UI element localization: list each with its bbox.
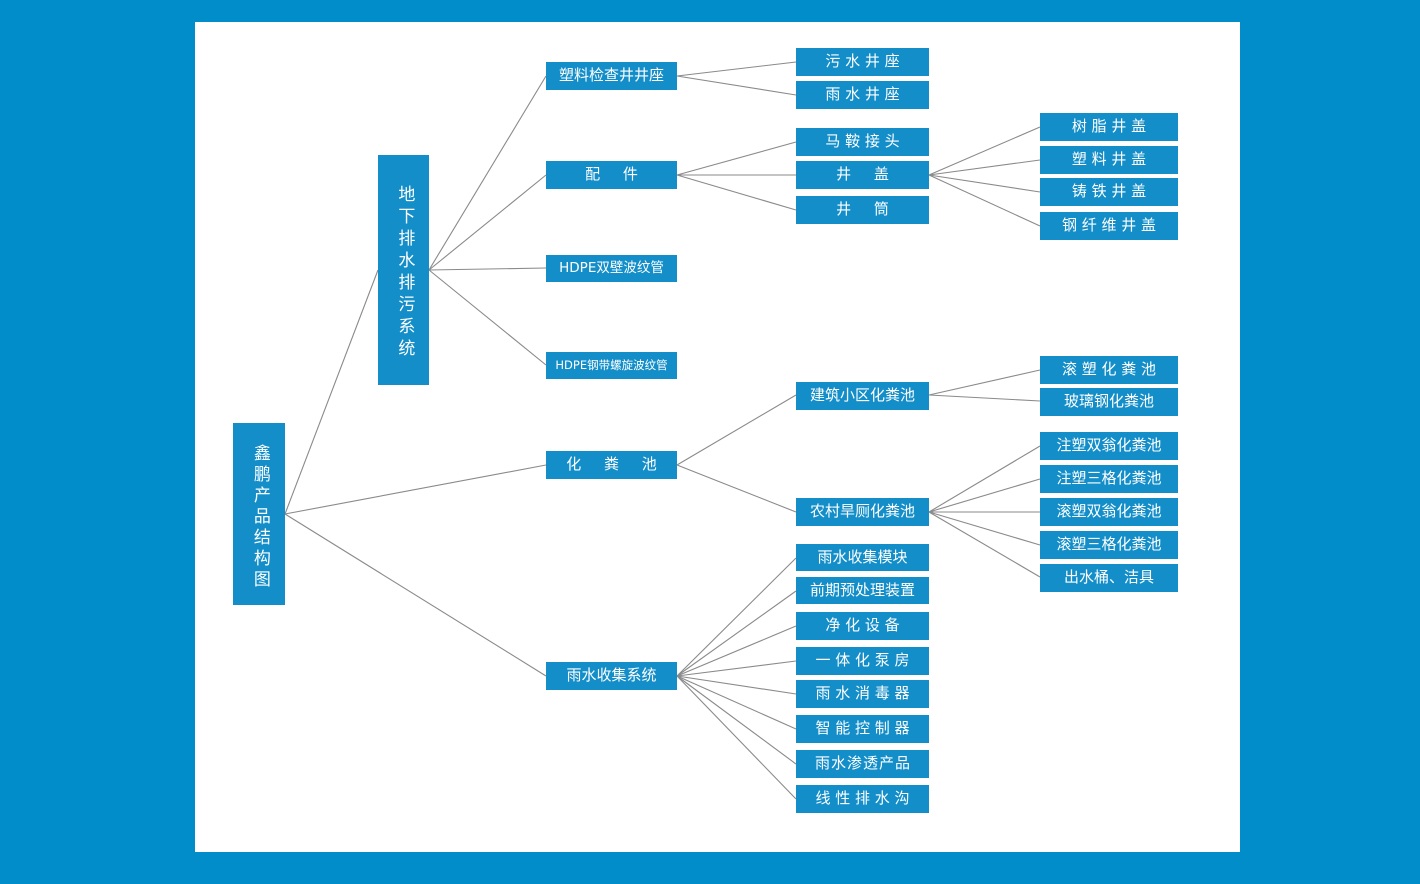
- node-rural-dry-toilet-septic-tank[interactable]: 农村旱厕化粪池: [796, 498, 929, 526]
- node-rainwater-collection-system[interactable]: 雨水收集系统: [546, 662, 677, 690]
- node-rainwater-sterilizer[interactable]: 雨 水 消 毒 器: [796, 680, 929, 708]
- node-sewage-well-base[interactable]: 污 水 井 座: [796, 48, 929, 76]
- node-saddle-joint[interactable]: 马 鞍 接 头: [796, 128, 929, 156]
- node-septic-tank[interactable]: 化 粪 池: [546, 451, 677, 479]
- node-rotational-molded-septic-tank[interactable]: 滚 塑 化 粪 池: [1040, 356, 1178, 384]
- node-hdpe-steel-belt-spiral-corrugated-pipe[interactable]: HDPE钢带螺旋波纹管: [546, 352, 677, 379]
- node-rainwater-collection-module[interactable]: 雨水收集模块: [796, 544, 929, 571]
- node-rainwater-well-base[interactable]: 雨 水 井 座: [796, 81, 929, 109]
- node-outlet-bucket-and-sanitary-ware[interactable]: 出水桶、洁具: [1040, 564, 1178, 592]
- node-rotational-molded-three-compartment-septic-tank[interactable]: 滚塑三格化粪池: [1040, 531, 1178, 559]
- node-resin-manhole-cover[interactable]: 树 脂 井 盖: [1040, 113, 1178, 141]
- node-integrated-pump-house[interactable]: 一 体 化 泵 房: [796, 647, 929, 675]
- node-purification-equipment[interactable]: 净 化 设 备: [796, 612, 929, 640]
- node-frp-septic-tank[interactable]: 玻璃钢化粪池: [1040, 388, 1178, 416]
- node-pre-treatment-device[interactable]: 前期预处理装置: [796, 577, 929, 604]
- node-underground-drainage-system[interactable]: 地下排水排污系统: [378, 155, 429, 385]
- node-steel-fiber-manhole-cover[interactable]: 钢 纤 维 井 盖: [1040, 212, 1178, 240]
- node-injection-molded-double-urn-septic-tank[interactable]: 注塑双翁化粪池: [1040, 432, 1178, 460]
- node-root[interactable]: 鑫鹏产品结构图: [233, 423, 285, 605]
- node-manhole-cover[interactable]: 井 盖: [796, 161, 929, 189]
- node-fittings[interactable]: 配 件: [546, 161, 677, 189]
- node-rotational-molded-double-urn-septic-tank[interactable]: 滚塑双翁化粪池: [1040, 498, 1178, 526]
- node-cast-iron-manhole-cover[interactable]: 铸 铁 井 盖: [1040, 178, 1178, 206]
- node-linear-drainage-ditch[interactable]: 线 性 排 水 沟: [796, 785, 929, 813]
- node-plastic-manhole-cover[interactable]: 塑 料 井 盖: [1040, 146, 1178, 174]
- node-injection-molded-three-compartment-septic-tank[interactable]: 注塑三格化粪池: [1040, 465, 1178, 493]
- node-hdpe-double-wall-corrugated-pipe[interactable]: HDPE双壁波纹管: [546, 255, 677, 282]
- node-well-shaft[interactable]: 井 筒: [796, 196, 929, 224]
- node-plastic-inspection-well-base[interactable]: 塑料检查井井座: [546, 62, 677, 90]
- node-intelligent-controller[interactable]: 智 能 控 制 器: [796, 715, 929, 743]
- node-rainwater-infiltration-products[interactable]: 雨水渗透产品: [796, 750, 929, 778]
- node-residential-community-septic-tank[interactable]: 建筑小区化粪池: [796, 382, 929, 410]
